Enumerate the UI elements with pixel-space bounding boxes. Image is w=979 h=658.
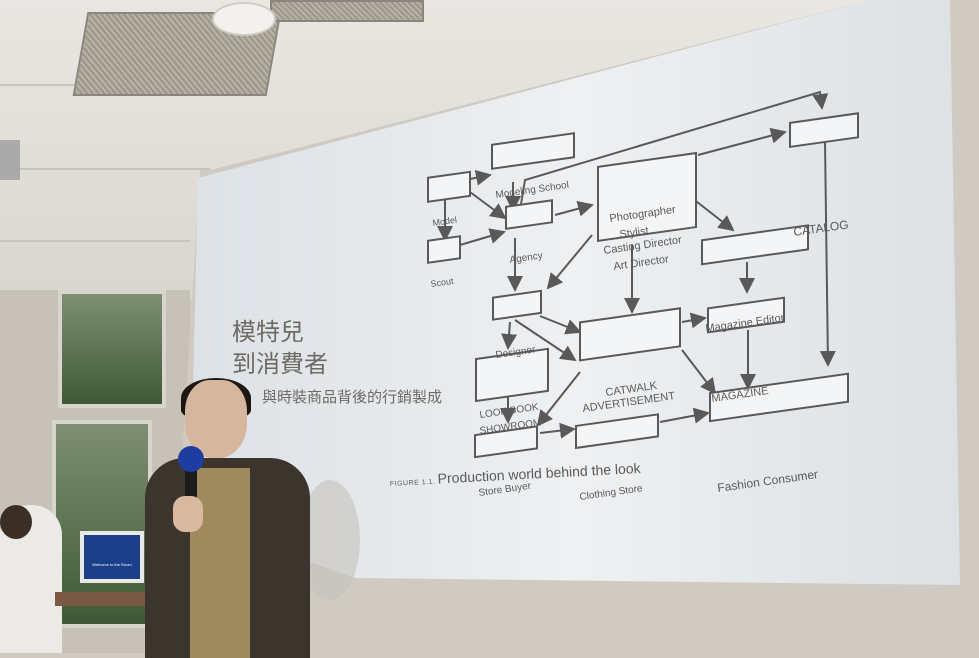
node-agency: Agency: [509, 250, 544, 266]
arrow: [501, 321, 518, 350]
microphone-icon: [178, 446, 204, 472]
node-catwalk-box: [579, 307, 681, 362]
arrow: [681, 312, 707, 329]
node-modeling-school-box: [491, 132, 575, 170]
speaker-vest: [190, 468, 250, 658]
node-model-box: [427, 170, 471, 203]
speaker: [145, 378, 315, 658]
arrow: [819, 141, 836, 367]
node-stylist: Stylist: [619, 225, 650, 241]
node-scout: Scout: [430, 276, 455, 289]
node-fashion-consumer-box: [709, 372, 849, 423]
node-designer-box: [492, 289, 542, 321]
node-store-buyer-box: [474, 425, 538, 459]
slide-title: 模特兒 到消費者 與時裝商品背後的行銷製成: [232, 319, 442, 406]
monitor-text: Welcome to the Room: [92, 562, 132, 567]
diagram-arrows: [437, 90, 836, 439]
node-scout-box: [427, 235, 461, 264]
arrow: [459, 228, 506, 246]
figure-caption-prefix: FIGURE 1.1.: [390, 479, 436, 488]
node-agency-box: [505, 199, 553, 230]
arrow: [539, 315, 582, 335]
speaker-hand: [173, 496, 203, 532]
arrow: [469, 191, 507, 220]
slide-title-line1: 模特兒: [232, 319, 304, 346]
projection-screen: 模特兒 到消費者 與時裝商品背後的行銷製成: [170, 0, 979, 653]
arrow: [536, 371, 581, 427]
computer-monitor: Welcome to the Room: [80, 531, 144, 583]
arrow: [546, 234, 593, 290]
speaker-face: [185, 380, 247, 458]
node-model: Model: [432, 215, 458, 228]
node-magazine-box: [707, 296, 785, 334]
ceiling-tile-line: [0, 240, 190, 242]
arrow: [514, 319, 577, 362]
desk: [55, 592, 145, 606]
ceiling-tile-line: [0, 168, 210, 170]
audience-member-head: [0, 505, 32, 539]
arrow: [697, 127, 787, 156]
arrow: [659, 407, 710, 424]
arrow: [519, 90, 829, 211]
arrow: [539, 422, 576, 439]
node-clothing-store-box: [575, 413, 659, 450]
node-look-book-box: [475, 347, 549, 403]
speaker-shadow: [300, 480, 360, 600]
node-catalog-box: [789, 112, 859, 149]
diagram-boxes: [427, 112, 859, 459]
security-camera: [0, 140, 20, 180]
slide-subtitle: 與時裝商品背後的行銷製成: [262, 389, 442, 406]
node-photographer-box: [597, 151, 697, 242]
arrow: [681, 349, 717, 395]
smoke-detector: [212, 2, 276, 36]
slide-title-line2: 到消費者: [232, 351, 328, 378]
arrow: [691, 197, 735, 232]
node-magazine-editor-box: [701, 224, 809, 266]
arrow: [554, 200, 594, 217]
projected-slide: [190, 0, 960, 585]
window: [58, 290, 166, 408]
